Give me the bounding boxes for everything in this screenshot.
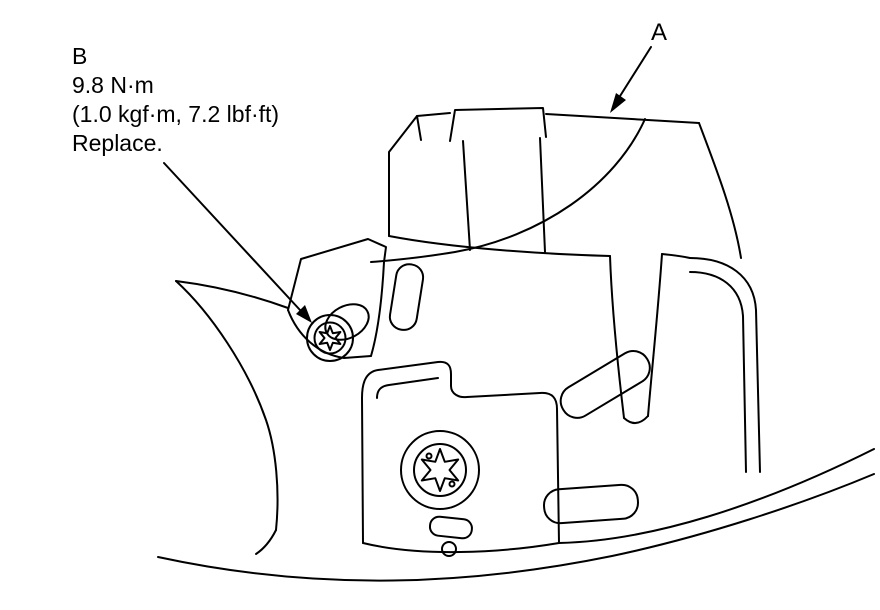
small-fastener-icons	[428, 515, 473, 557]
callout-a-label: A	[651, 18, 667, 47]
housing-outline	[157, 107, 875, 582]
callout-b-instruction: Replace.	[72, 130, 163, 156]
callout-b-letter: B	[72, 43, 88, 69]
callout-a-arrow	[610, 46, 652, 113]
callout-b-torque: 9.8 N·m	[72, 72, 154, 98]
callout-a-letter: A	[651, 19, 668, 46]
callout-b-arrow	[163, 162, 312, 323]
bracket-plate	[361, 360, 560, 544]
torx-bolt-b-icon	[306, 303, 370, 362]
torx-screw-icon	[400, 430, 480, 510]
callout-b-torque-alt: (1.0 kgf·m, 7.2 lbf·ft)	[72, 101, 280, 127]
callout-b-label: B 9.8 N·m (1.0 kgf·m, 7.2 lbf·ft) Replac…	[72, 42, 279, 158]
